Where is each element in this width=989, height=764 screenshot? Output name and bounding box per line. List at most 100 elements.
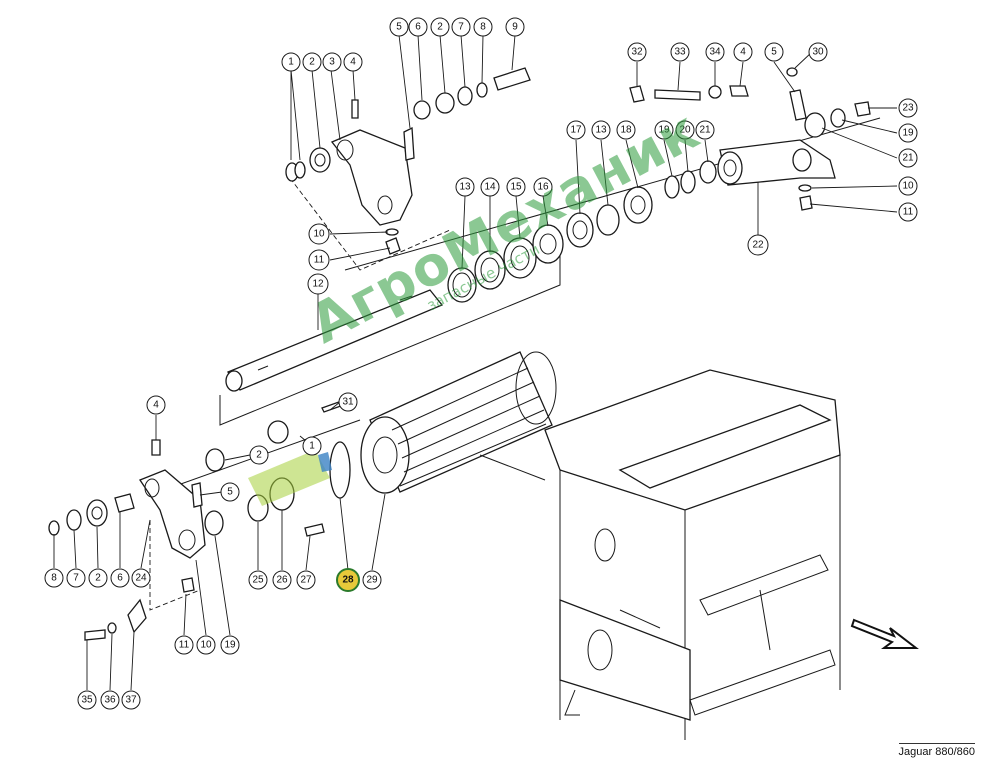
svg-text:11: 11	[179, 640, 190, 651]
svg-text:35: 35	[81, 695, 93, 706]
callout-17[interactable]: 17	[566, 120, 586, 140]
callout-10-bottom[interactable]: 10	[196, 635, 216, 655]
callout-1[interactable]: 1	[281, 52, 301, 72]
callout-9[interactable]: 9	[505, 17, 525, 37]
svg-text:6: 6	[117, 573, 123, 584]
callout-2-bottom[interactable]: 2	[88, 568, 108, 588]
svg-text:2: 2	[256, 450, 262, 461]
callout-20[interactable]: 20	[675, 120, 695, 140]
callout-26[interactable]: 26	[272, 570, 292, 590]
callout-8-bottom[interactable]: 8	[44, 568, 64, 588]
svg-text:31: 31	[342, 397, 354, 408]
svg-text:19: 19	[902, 128, 914, 139]
callout-34[interactable]: 34	[705, 42, 725, 62]
callout-33[interactable]: 33	[670, 42, 690, 62]
svg-text:15: 15	[510, 182, 522, 193]
svg-text:27: 27	[300, 575, 312, 586]
callout-30[interactable]: 30	[808, 42, 828, 62]
svg-text:5: 5	[396, 22, 402, 33]
svg-text:34: 34	[709, 47, 721, 58]
svg-text:4: 4	[740, 47, 746, 58]
svg-text:18: 18	[620, 125, 632, 136]
callout-10[interactable]: 10	[308, 223, 330, 245]
svg-text:8: 8	[51, 573, 57, 584]
callout-13b[interactable]: 13	[591, 120, 611, 140]
callout-37[interactable]: 37	[121, 690, 141, 710]
callout-6[interactable]: 6	[408, 17, 428, 37]
svg-text:26: 26	[276, 575, 288, 586]
svg-text:2: 2	[309, 57, 315, 68]
callout-4-right[interactable]: 4	[733, 42, 753, 62]
callout-32[interactable]: 32	[627, 42, 647, 62]
svg-text:19: 19	[224, 640, 236, 651]
svg-text:1: 1	[309, 441, 315, 452]
shaft	[219, 255, 561, 426]
top-right-tensioner-assembly	[629, 67, 871, 211]
callout-2b[interactable]: 2	[430, 17, 450, 37]
svg-text:10: 10	[313, 229, 325, 240]
svg-text:24: 24	[135, 573, 147, 584]
svg-text:29: 29	[366, 575, 378, 586]
callout-8[interactable]: 8	[473, 17, 493, 37]
callout-21-mid[interactable]: 21	[695, 120, 715, 140]
callout-6-bottom[interactable]: 6	[110, 568, 130, 588]
callout-3[interactable]: 3	[322, 52, 342, 72]
callout-19-right[interactable]: 19	[898, 123, 918, 143]
svg-text:22: 22	[752, 240, 764, 251]
top-left-bracket-assembly	[285, 67, 881, 271]
callout-16[interactable]: 16	[533, 177, 553, 197]
callout-11-right[interactable]: 11	[898, 202, 918, 222]
callout-4-bottom[interactable]: 4	[146, 395, 166, 415]
svg-text:19: 19	[658, 125, 670, 136]
callout-18[interactable]: 18	[616, 120, 636, 140]
callout-13[interactable]: 13	[455, 177, 475, 197]
svg-text:13: 13	[459, 182, 471, 193]
leader-lines	[53, 34, 898, 691]
svg-text:11: 11	[903, 207, 914, 218]
callout-11-bottom[interactable]: 11	[174, 635, 194, 655]
callout-31[interactable]: 31	[338, 392, 358, 412]
svg-text:2: 2	[95, 573, 101, 584]
svg-text:12: 12	[312, 279, 324, 290]
svg-text:21: 21	[902, 153, 914, 164]
svg-text:30: 30	[812, 47, 824, 58]
callout-19-bottom[interactable]: 19	[220, 635, 240, 655]
callout-24[interactable]: 24	[131, 568, 151, 588]
callout-23[interactable]: 23	[898, 98, 918, 118]
callout-2[interactable]: 2	[302, 52, 322, 72]
svg-text:32: 32	[631, 47, 643, 58]
svg-text:7: 7	[73, 573, 79, 584]
callout-5-right[interactable]: 5	[764, 42, 784, 62]
svg-text:5: 5	[771, 47, 777, 58]
callout-27[interactable]: 27	[296, 570, 316, 590]
svg-text:11: 11	[314, 255, 325, 266]
callout-22[interactable]: 22	[747, 234, 769, 256]
svg-text:5: 5	[227, 487, 233, 498]
callout-21-right[interactable]: 21	[898, 148, 918, 168]
callout-10-right[interactable]: 10	[898, 176, 918, 196]
callout-28-highlighted[interactable]: 28	[336, 568, 360, 592]
svg-text:1: 1	[288, 57, 294, 68]
callout-4[interactable]: 4	[343, 52, 363, 72]
callout-1-mid[interactable]: 1	[302, 436, 322, 456]
callout-11[interactable]: 11	[308, 249, 330, 271]
callout-29[interactable]: 29	[362, 570, 382, 590]
callout-25[interactable]: 25	[248, 570, 268, 590]
svg-text:28: 28	[342, 575, 354, 586]
svg-text:3: 3	[329, 57, 335, 68]
svg-text:9: 9	[512, 22, 518, 33]
callout-14[interactable]: 14	[480, 177, 500, 197]
callout-7-bottom[interactable]: 7	[66, 568, 86, 588]
callout-19-mid[interactable]: 19	[654, 120, 674, 140]
callout-36[interactable]: 36	[100, 690, 120, 710]
callout-35[interactable]: 35	[77, 690, 97, 710]
callout-5-mid[interactable]: 5	[220, 482, 240, 502]
callout-12[interactable]: 12	[307, 273, 329, 295]
callout-5[interactable]: 5	[389, 17, 409, 37]
svg-text:16: 16	[537, 182, 549, 193]
callout-2-mid[interactable]: 2	[249, 445, 269, 465]
highlighted-hub	[248, 450, 332, 506]
callout-7[interactable]: 7	[451, 17, 471, 37]
svg-text:4: 4	[350, 57, 356, 68]
callout-15[interactable]: 15	[506, 177, 526, 197]
